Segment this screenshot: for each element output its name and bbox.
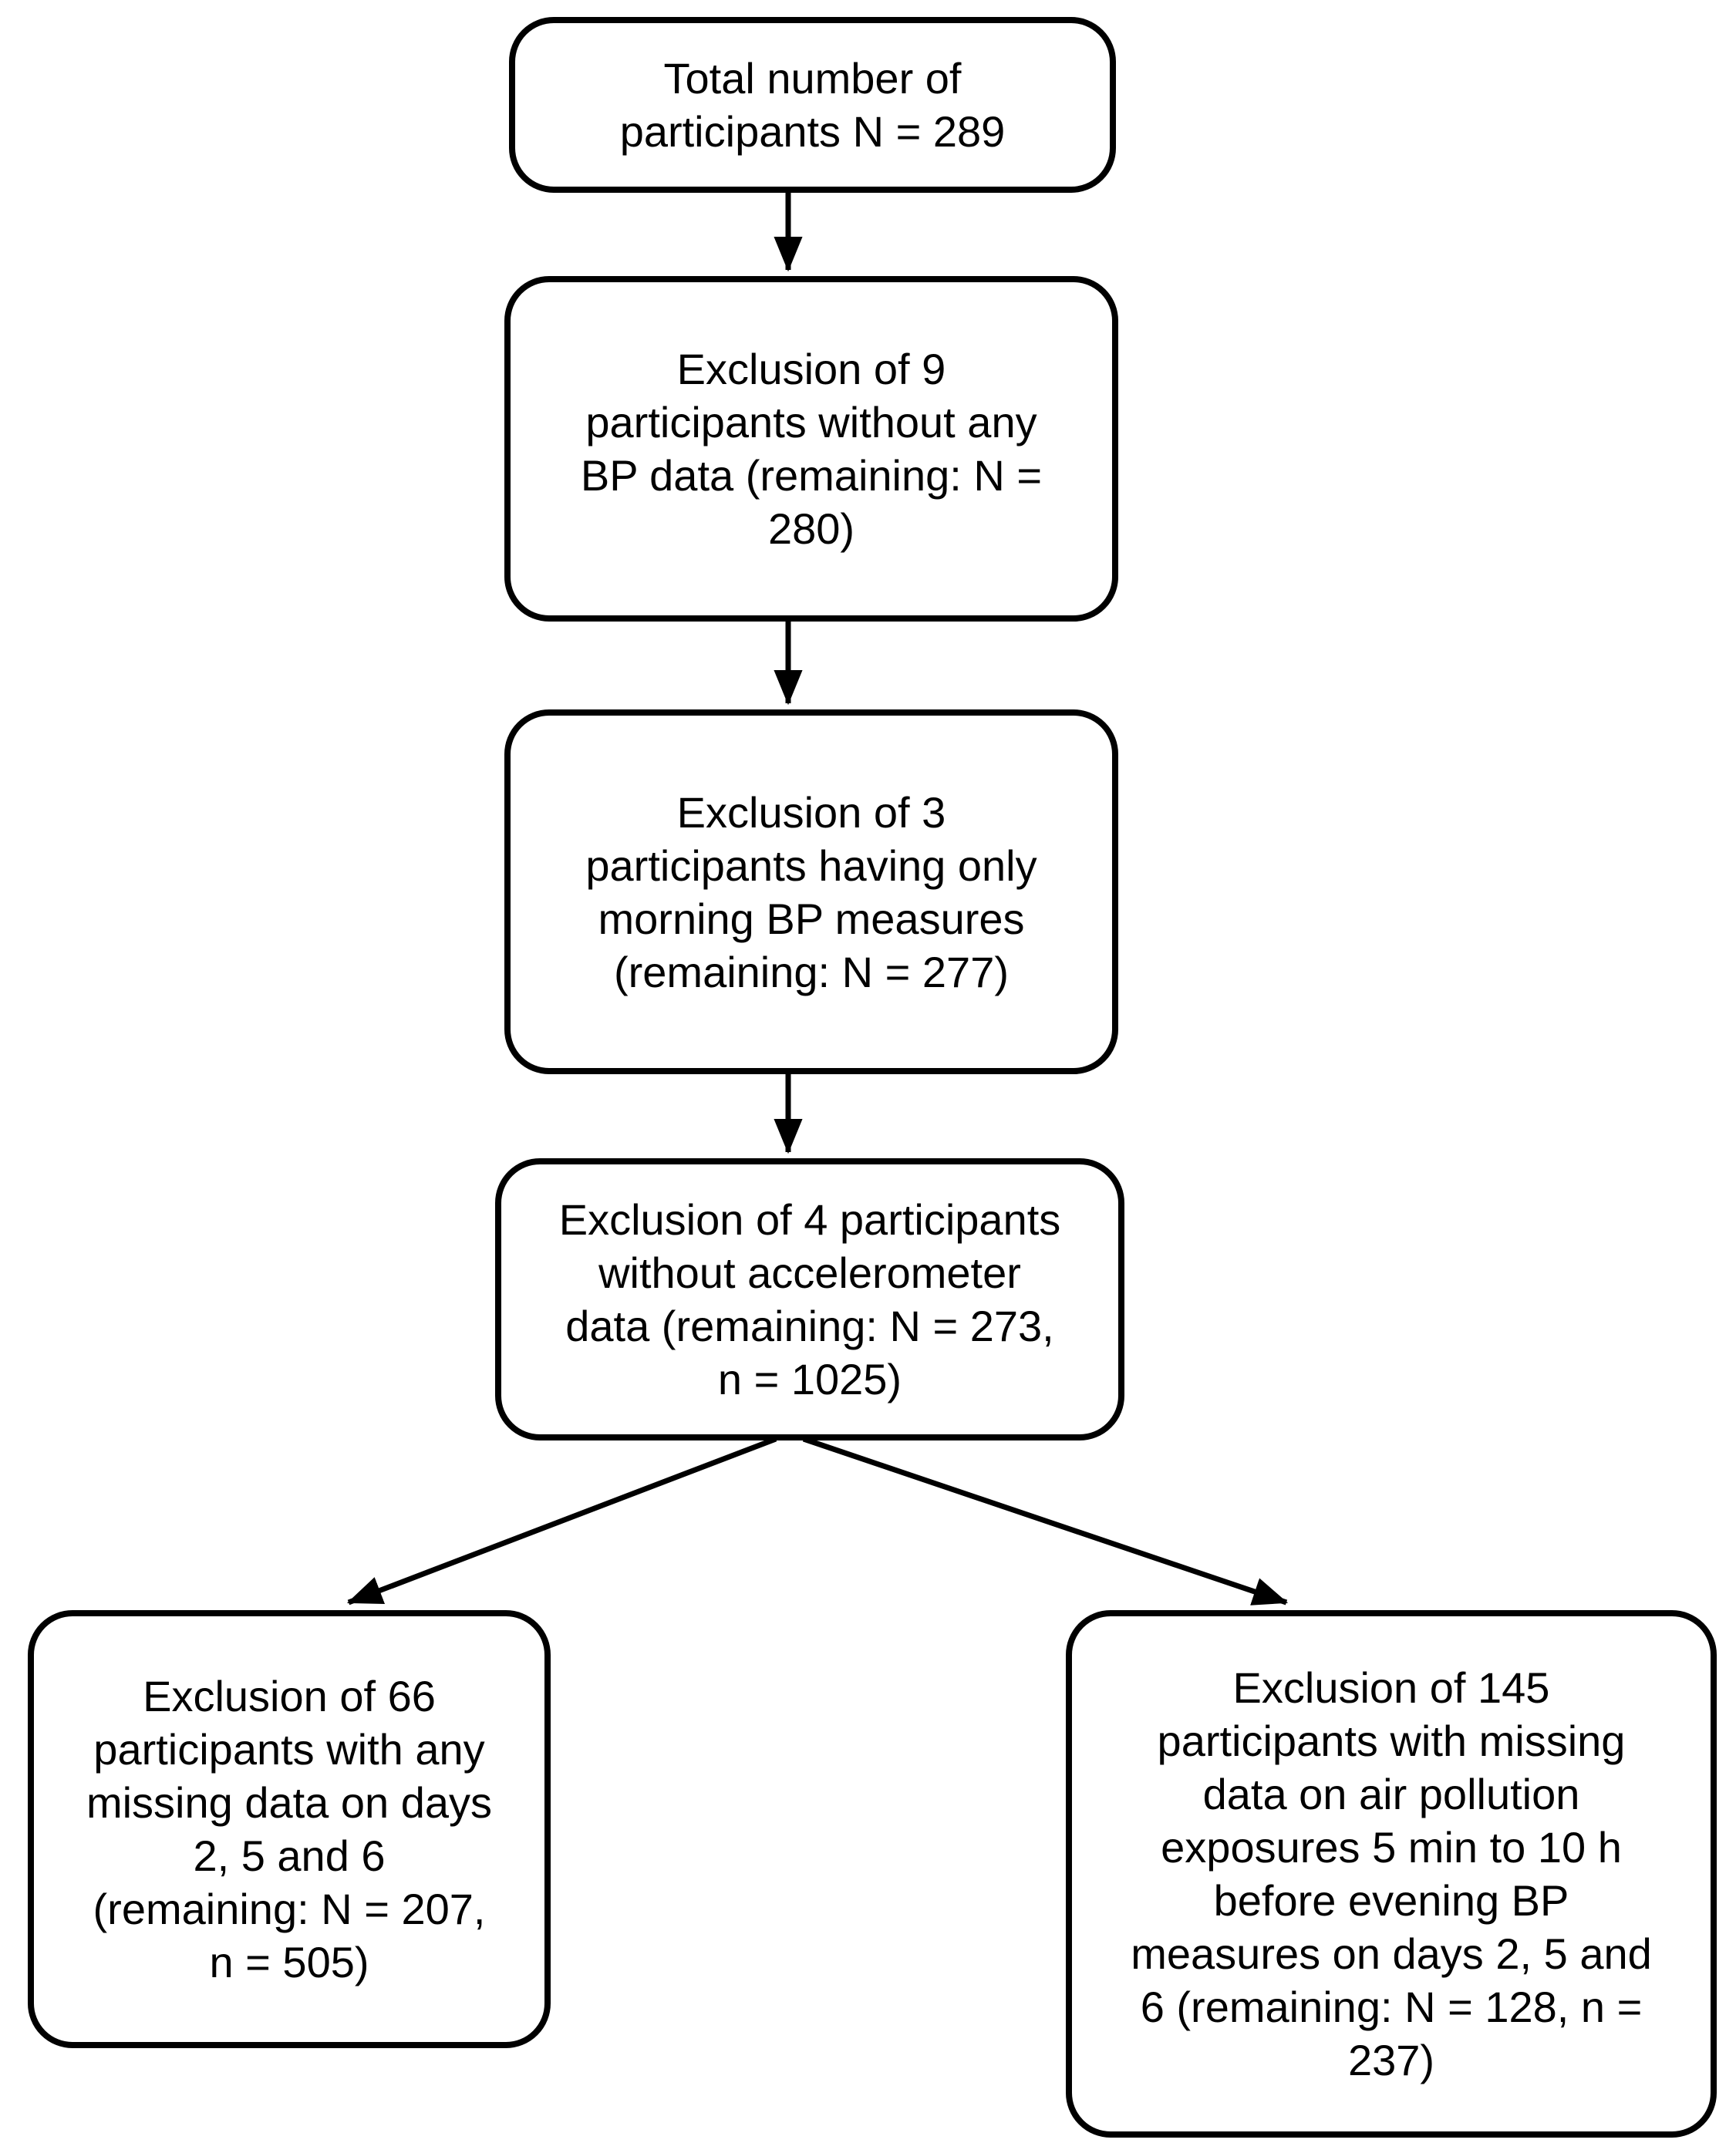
node-total-participants-text: Total number of participants N = 289 [619,54,1006,156]
node-exclusion-air-pollution: Exclusion of 145 participants with missi… [1066,1610,1717,2138]
node-exclusion-air-pollution-text: Exclusion of 145 participants with missi… [1131,1663,1652,2084]
arrow-accelerometer-to-air-pollution [802,1436,1289,1606]
node-exclusion-no-accelerometer-text: Exclusion of 4 participants without acce… [558,1195,1061,1403]
arrow-accelerometer-to-missing-days [346,1436,777,1606]
node-exclusion-morning-only-text: Exclusion of 3 participants having only … [585,787,1037,996]
node-exclusion-missing-days: Exclusion of 66 participants with any mi… [28,1610,551,2048]
node-exclusion-no-bp-data: Exclusion of 9 participants without any … [504,276,1118,622]
node-exclusion-no-accelerometer: Exclusion of 4 participants without acce… [495,1158,1124,1440]
node-total-participants: Total number of participants N = 289 [509,17,1116,193]
node-exclusion-no-bp-data-text: Exclusion of 9 participants without any … [580,345,1043,553]
node-exclusion-missing-days-text: Exclusion of 66 participants with any mi… [86,1672,493,1986]
node-exclusion-morning-only: Exclusion of 3 participants having only … [504,709,1118,1074]
